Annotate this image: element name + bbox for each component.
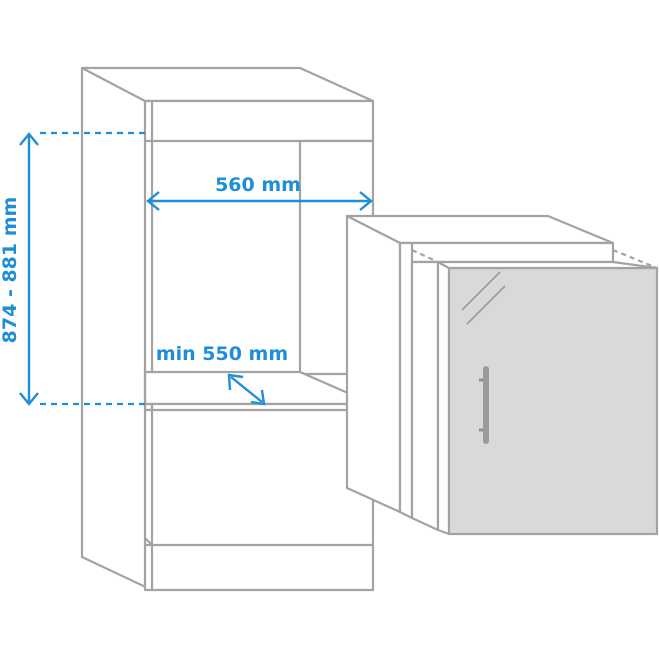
door-top-rim xyxy=(436,260,659,270)
cabinet xyxy=(80,66,375,592)
cabinet-top-rail xyxy=(143,99,375,143)
door-glare-1 xyxy=(461,271,501,311)
appliance xyxy=(345,214,659,536)
width-dimension: 560 mm xyxy=(146,174,373,211)
cabinet-side-panel xyxy=(80,66,154,592)
depth-dimension: min 550 mm xyxy=(156,343,288,406)
height-dimension: 874 - 881 mm xyxy=(0,131,145,406)
door-side-edge xyxy=(410,260,440,532)
lower-cabinet xyxy=(143,402,375,592)
door-panel xyxy=(447,266,659,536)
door-glare-2 xyxy=(466,285,506,325)
depth-label: min 550 mm xyxy=(156,343,288,365)
door-handle xyxy=(479,366,489,444)
width-label: 560 mm xyxy=(215,174,301,196)
height-label: 874 - 881 mm xyxy=(0,197,21,344)
appliance-side xyxy=(345,214,402,514)
door-thickness xyxy=(436,260,451,536)
